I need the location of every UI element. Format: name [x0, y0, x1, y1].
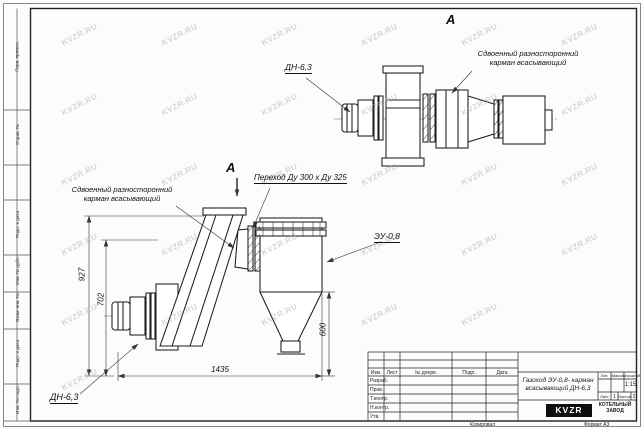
company-name-line1: КОТЕЛЬНЫЙ	[598, 402, 632, 408]
view-a-letter: A	[446, 12, 456, 27]
company-name: КОТЕЛЬНЫЙ ЗАВОД	[594, 402, 636, 414]
company-name-line2: ЗАВОД	[606, 408, 624, 414]
label-karman-top-line2: карман всасывающий	[489, 57, 567, 67]
kopiroval-label: Копировал	[470, 422, 496, 428]
tb-sheets-number: 2	[632, 394, 636, 400]
label-karman-top: Сдвоенный разносторонний карман всасываю…	[428, 49, 628, 67]
label-fan-dn63-top: ДН-6,3	[285, 62, 312, 74]
dimension-600: 600	[318, 322, 328, 337]
dimension-1435: 1435	[211, 365, 229, 374]
tb-row-utv: Утв.	[370, 414, 380, 420]
label-karman-main-line2: карман всасывающий	[83, 193, 161, 203]
label-eu08: ЭУ-0,8	[374, 231, 400, 243]
margin-field-perv-primen: Перв. примен.	[14, 41, 20, 72]
label-fan-dn63-main: ДН-6,3	[50, 392, 79, 404]
label-karman-main-line1: Сдвоенный разносторонний	[71, 185, 173, 194]
tb-row-nkontr: Н.контр.	[370, 405, 390, 411]
label-karman-top-line1: Сдвоенный разносторонний	[477, 49, 579, 58]
tb-sheet-number: 1	[613, 394, 616, 400]
tb-col-data: Дата	[496, 369, 508, 376]
format-label: Формат А3	[584, 422, 610, 428]
tb-lit-header: Лит.	[600, 373, 609, 378]
tb-document-title: Газоход ЭУ-0,8- карман всасывающий ДН-6,…	[522, 377, 594, 392]
tb-sheets-label: Листов	[618, 394, 631, 399]
tb-massa-header: Масса	[611, 373, 624, 378]
tb-col-list: Лист	[386, 369, 398, 376]
label-perehod: Переход Ду 300 х Ду 325	[254, 173, 347, 184]
tb-masshtab-header: Масштаб	[623, 373, 641, 378]
margin-field-inv-podl: Инв. № подл.	[14, 385, 20, 414]
label-karman-main: Сдвоенный разносторонний карман всасываю…	[22, 185, 222, 203]
margin-field-inv-dubl: Инв. № дубл.	[14, 256, 20, 285]
tb-col-podp: Подп.	[462, 369, 476, 376]
tb-col-doc: № докум.	[415, 369, 437, 376]
margin-field-podp-data-1: Подп. и дата	[14, 210, 20, 239]
tb-row-tkontr: Т.контр.	[370, 396, 389, 402]
kvzr-logo: KVZR	[546, 404, 592, 417]
tb-col-izm: Изм.	[370, 369, 382, 376]
tb-row-prov: Пров.	[370, 387, 384, 393]
tb-sheet-label: Лист	[600, 394, 609, 399]
margin-field-sprav-no: Справ. №	[14, 124, 20, 145]
dimension-927: 927	[77, 267, 87, 282]
tb-row-razrab: Разраб.	[370, 378, 389, 384]
tb-scale-value: 1:15	[624, 382, 637, 388]
section-a-letter: A	[226, 160, 236, 175]
margin-field-podp-data-2: Подп. и дата	[14, 339, 20, 368]
dimension-702: 702	[96, 292, 106, 307]
margin-field-vzam-inv: Взам. инв. №	[14, 293, 20, 322]
